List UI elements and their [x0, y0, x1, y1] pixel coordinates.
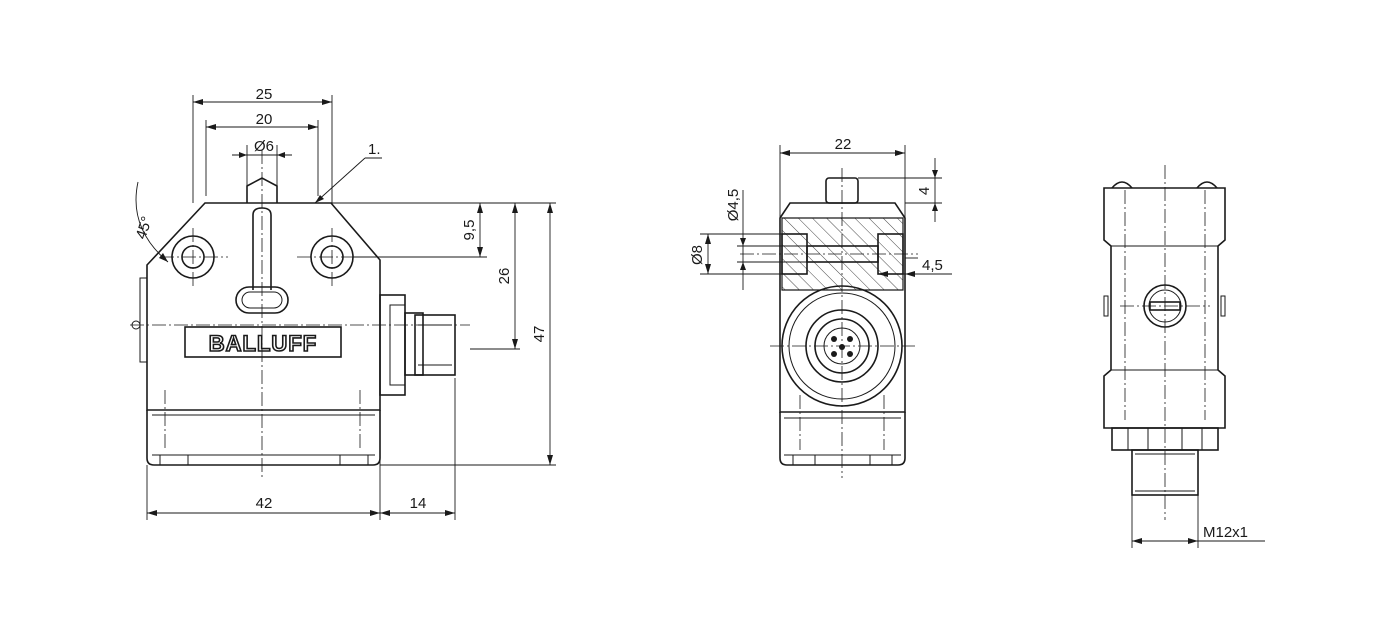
dim-20: 20: [256, 111, 273, 128]
connector-plug: [414, 314, 456, 376]
connector-housing: [379, 294, 406, 396]
dim-26: 26: [496, 268, 513, 285]
connector-nut: [404, 312, 424, 376]
angle-45: 45°: [133, 214, 156, 241]
front-body-outline: [146, 202, 381, 411]
logo: BALLUFF: [209, 331, 317, 356]
dim-25: 25: [256, 86, 273, 103]
side-view: 22 4 Ø4,5 Ø8 4,5: [689, 136, 952, 478]
dim-bore-8: Ø8: [689, 245, 706, 265]
dim-9-5: 9,5: [461, 220, 478, 241]
callout-1: 1.: [368, 141, 381, 158]
dim-14: 14: [410, 495, 427, 512]
dim-4-5: 4,5: [922, 257, 943, 274]
dim-42: 42: [256, 495, 273, 512]
right-body-outline: [1103, 187, 1226, 429]
dim-22: 22: [835, 136, 852, 153]
dim-47: 47: [531, 326, 548, 343]
right-view: M12x1: [1103, 165, 1265, 548]
dim-hole-4-5: Ø4,5: [725, 189, 742, 222]
dim-m12x1: M12x1: [1203, 524, 1248, 541]
logo-frame: [184, 326, 342, 358]
dim-plunger: Ø6: [254, 138, 274, 155]
front-base: [146, 410, 381, 466]
front-view: BALLUFF 25 20: [130, 86, 556, 520]
dim-4: 4: [916, 187, 933, 195]
